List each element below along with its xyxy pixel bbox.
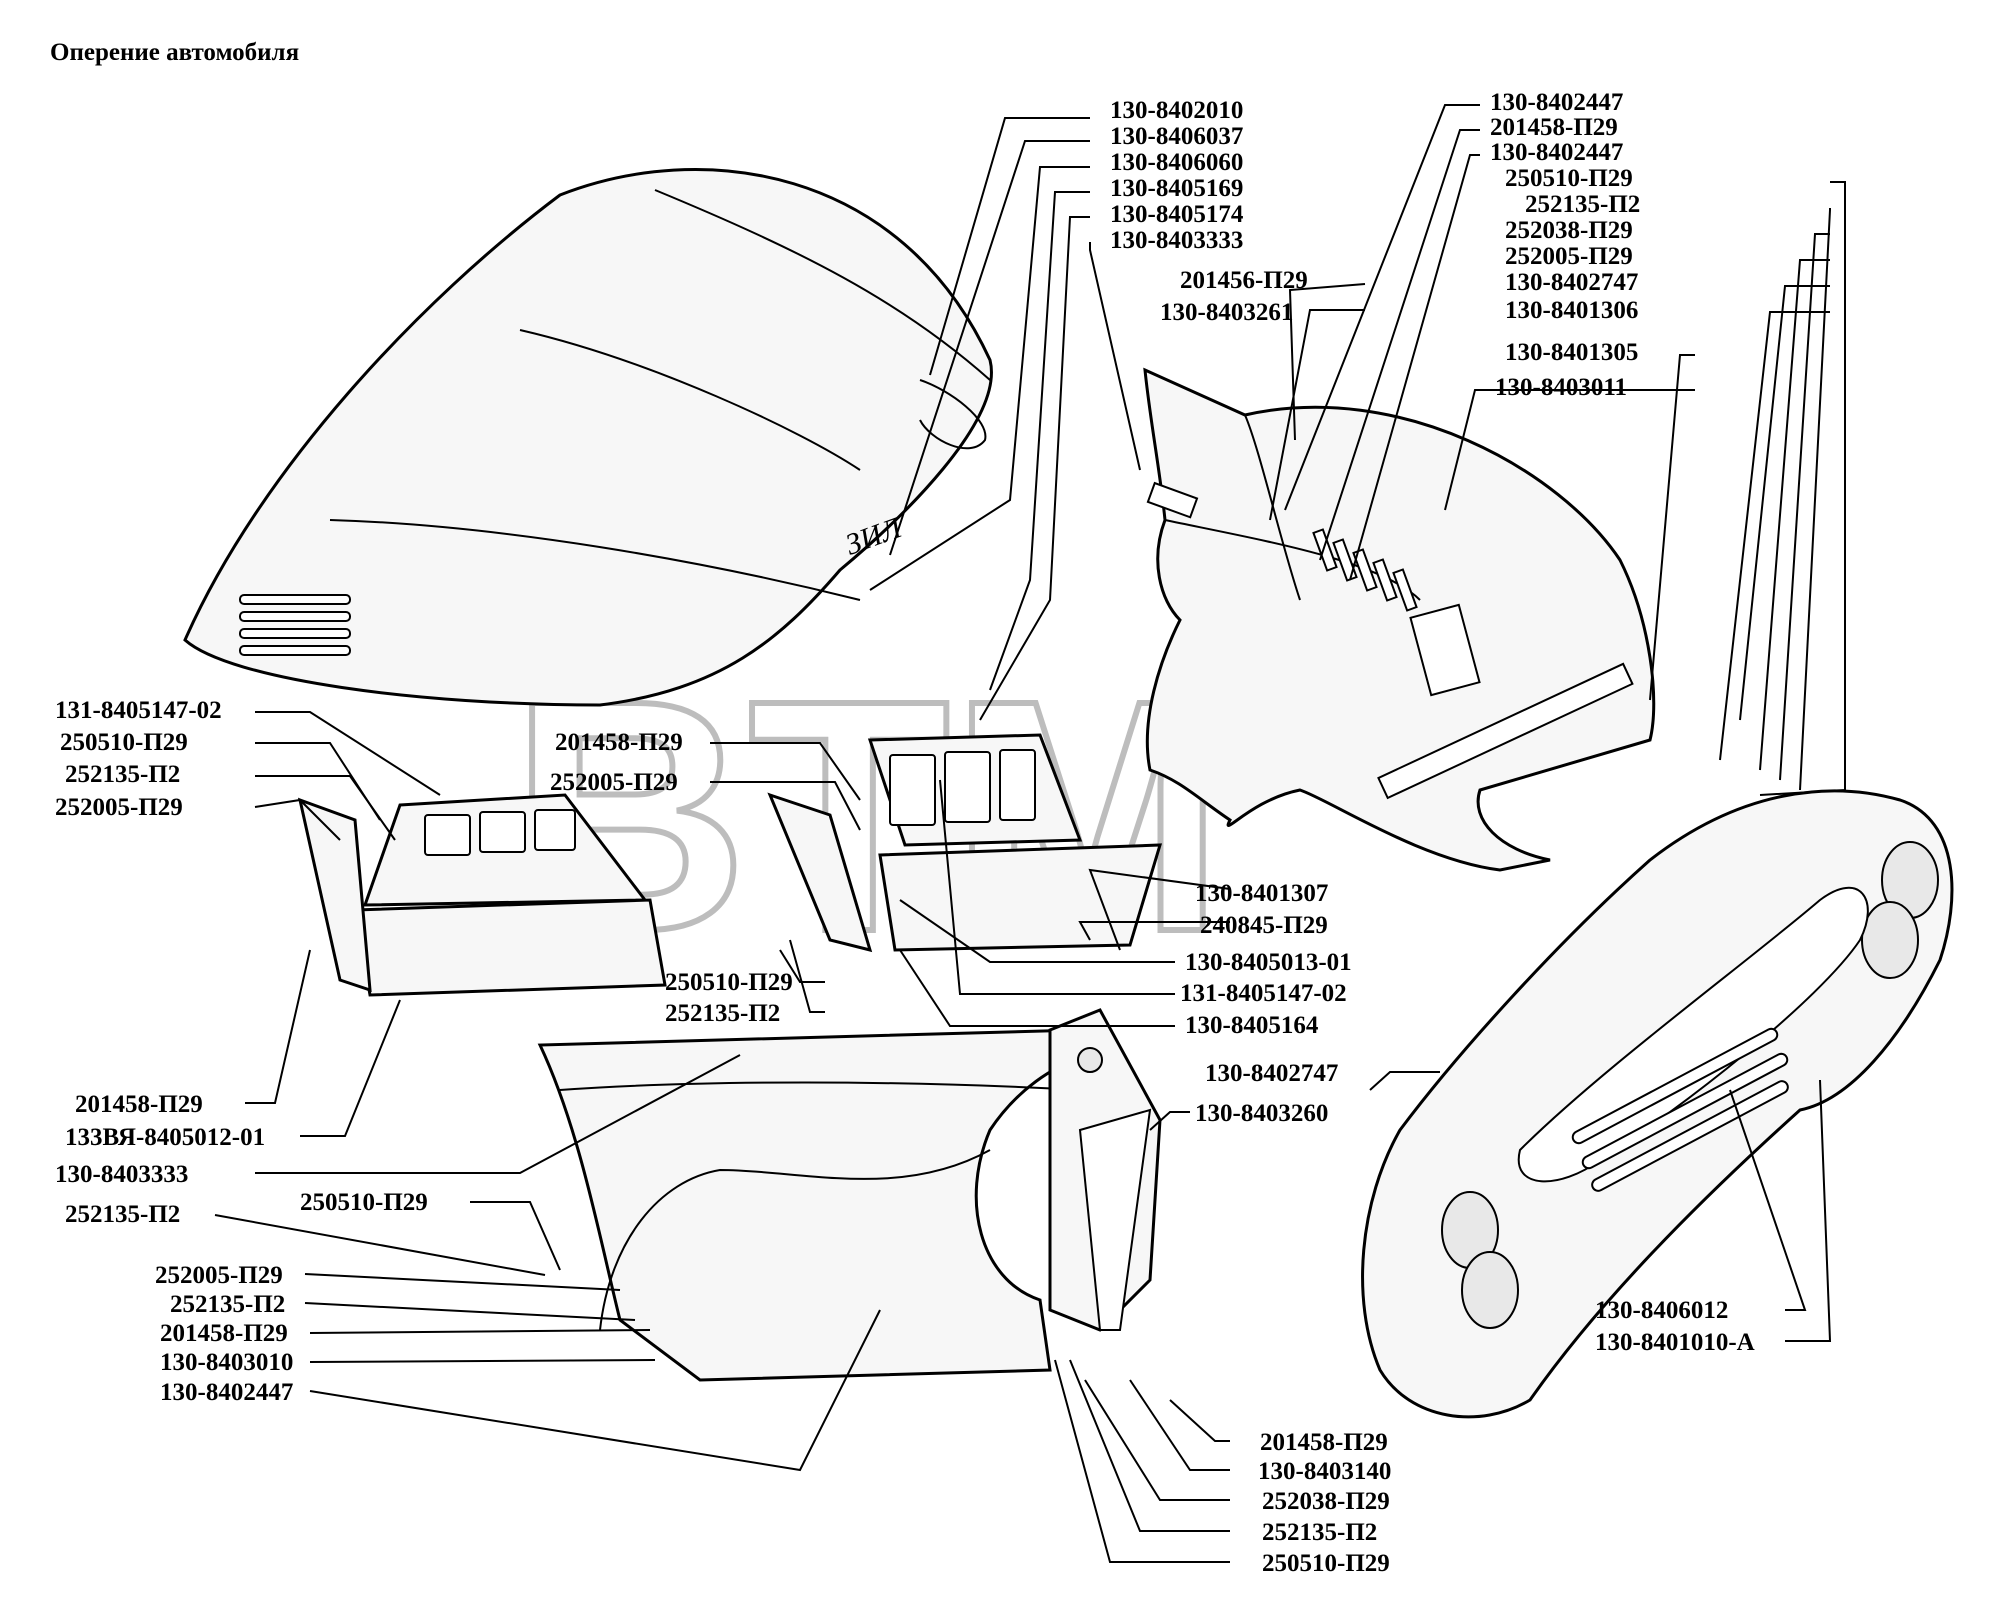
part-label: 130-8402747 [1205, 1060, 1338, 1087]
part-label: 130-8406012 [1595, 1297, 1728, 1324]
part-label: 130-8405013-01 [1185, 949, 1352, 976]
part-label: 252135-П2 [65, 761, 180, 788]
part-label: 250510-П29 [1262, 1550, 1390, 1577]
part-label: 130-8401306 [1505, 297, 1638, 324]
radiator-shell [1143, 367, 1656, 872]
part-label: 250510-П29 [300, 1189, 428, 1216]
leader-lines [214, 104, 1846, 1563]
front-fender [537, 1008, 1162, 1382]
part-label: 252005-П29 [55, 794, 183, 821]
left-step [297, 793, 667, 997]
part-label: 252135-П2 [665, 1000, 780, 1027]
part-label: 201456-П29 [1180, 267, 1308, 294]
grille-slots [1571, 1027, 1789, 1192]
part-label: 252005-П29 [155, 1262, 283, 1289]
part-number-labels: 130-8402010 130-8406037 130-8406060 130-… [55, 89, 1755, 1577]
part-label: 130-8403260 [1195, 1100, 1328, 1127]
part-label: 252135-П2 [1525, 191, 1640, 218]
part-label: 130-8405174 [1110, 201, 1244, 228]
part-label: 252038-П29 [1262, 1488, 1390, 1515]
part-label: 240845-П29 [1200, 912, 1328, 939]
part-label: 130-8401010-А [1595, 1329, 1755, 1356]
part-label: 130-8406060 [1110, 149, 1243, 176]
part-label: 130-8403011 [1495, 374, 1627, 401]
part-label: 130-8401307 [1195, 880, 1328, 907]
part-label: 133ВЯ-8405012-01 [65, 1124, 265, 1151]
part-label: 201458-П29 [160, 1320, 288, 1347]
part-label: 130-8402447 [1490, 89, 1623, 116]
part-label: 201458-П29 [75, 1091, 203, 1118]
part-label: 131-8405147-02 [55, 697, 222, 724]
part-label: 250510-П29 [60, 729, 188, 756]
part-label: 130-8406037 [1110, 123, 1243, 150]
part-label: 252005-П29 [550, 769, 678, 796]
hood-vents [239, 594, 351, 656]
part-label: 130-8405164 [1185, 1012, 1319, 1039]
part-label: 130-8401305 [1505, 339, 1638, 366]
part-label: 130-8403261 [1160, 299, 1293, 326]
part-label: 252005-П29 [1505, 243, 1633, 270]
part-label: 131-8405147-02 [1180, 980, 1347, 1007]
part-label: 201458-П29 [1260, 1429, 1388, 1456]
part-label: 130-8405169 [1110, 175, 1243, 202]
part-label: 252038-П29 [1505, 217, 1633, 244]
part-label: 130-8403333 [1110, 227, 1243, 254]
part-label: 130-8402447 [1490, 139, 1623, 166]
part-label: 130-8403333 [55, 1161, 188, 1188]
part-label: 252135-П2 [65, 1201, 180, 1228]
part-label: 130-8402447 [160, 1379, 293, 1406]
part-label: 201458-П29 [555, 729, 683, 756]
part-label: 250510-П29 [665, 969, 793, 996]
part-label: 130-8403140 [1258, 1458, 1391, 1485]
part-label: 201458-П29 [1490, 114, 1618, 141]
part-label: 130-8402010 [1110, 97, 1243, 124]
hood: ЗИЛ [183, 168, 993, 707]
radiator-shell-slots [1312, 528, 1418, 612]
radiator-grille-panel [1361, 789, 1954, 1419]
part-label: 250510-П29 [1505, 165, 1633, 192]
page-title: Оперение автомобиля [50, 39, 299, 66]
part-label: 130-8403010 [160, 1349, 293, 1376]
part-label: 252135-П2 [1262, 1519, 1377, 1546]
part-label: 252135-П2 [170, 1291, 285, 1318]
part-label: 130-8402747 [1505, 269, 1638, 296]
